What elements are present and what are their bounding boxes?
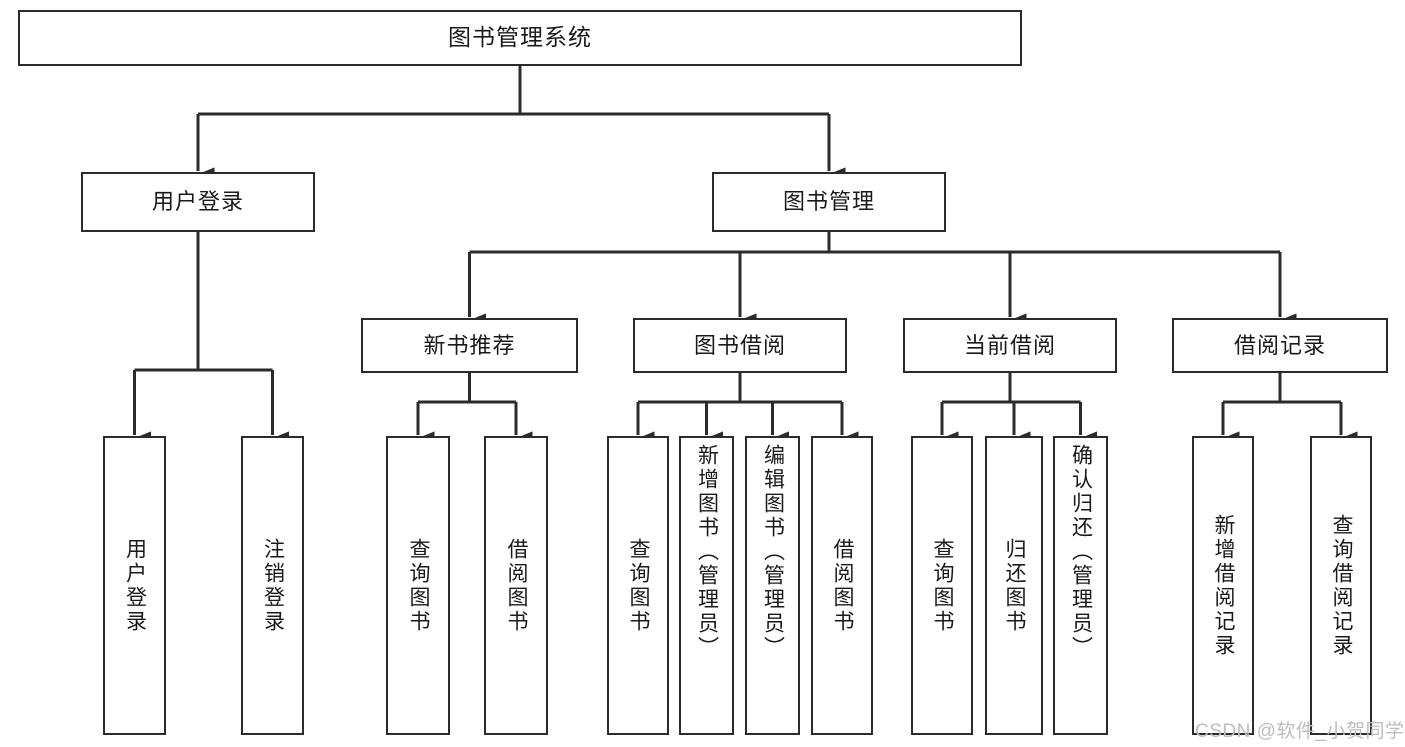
node-label: 图书管理 [782, 189, 875, 215]
node-label: 用户登录 [123, 537, 147, 634]
node-leaf-bo-edit[interactable]: 编辑图书（管理员） [745, 436, 800, 735]
node-label: 新增借阅记录 [1212, 513, 1236, 658]
node-label: 查询图书 [627, 537, 651, 634]
node-label: 新增图书（管理员） [695, 444, 719, 660]
node-leaf-re-add[interactable]: 新增借阅记录 [1192, 436, 1254, 735]
node-leaf-user-login[interactable]: 用户登录 [103, 436, 166, 735]
node-label: 新书推荐 [423, 332, 516, 358]
node-leaf-cu-query[interactable]: 查询图书 [911, 436, 973, 735]
node-leaf-nb-borrow[interactable]: 借阅图书 [484, 436, 548, 735]
node-label: 编辑图书（管理员） [761, 444, 785, 660]
node-newbook[interactable]: 新书推荐 [361, 318, 578, 373]
node-login[interactable]: 用户登录 [81, 172, 315, 232]
node-borrow[interactable]: 图书借阅 [633, 318, 847, 373]
node-leaf-bo-add[interactable]: 新增图书（管理员） [679, 436, 734, 735]
node-current[interactable]: 当前借阅 [903, 318, 1117, 373]
node-label: 当前借阅 [963, 332, 1056, 358]
node-label: 查询借阅记录 [1330, 513, 1354, 658]
node-leaf-nb-query[interactable]: 查询图书 [386, 436, 450, 735]
node-root[interactable]: 图书管理系统 [18, 10, 1022, 66]
watermark: CSDN @软件_小贺同学 [1195, 721, 1405, 742]
node-label: 查询图书 [407, 537, 431, 634]
node-label: 查询图书 [931, 537, 955, 634]
node-leaf-user-logout[interactable]: 注销登录 [241, 436, 304, 735]
node-label: 用户登录 [151, 189, 244, 215]
node-bookmgmt[interactable]: 图书管理 [712, 172, 946, 232]
node-leaf-re-query[interactable]: 查询借阅记录 [1310, 436, 1372, 735]
node-leaf-cu-return[interactable]: 归还图书 [985, 436, 1043, 735]
node-label: 归还图书 [1003, 537, 1027, 634]
node-leaf-bo-borrow[interactable]: 借阅图书 [811, 436, 873, 735]
node-label: 借阅记录 [1233, 332, 1326, 358]
edge-group [118, 66, 1358, 459]
node-label: 确认归还（管理员） [1069, 444, 1093, 660]
node-label: 注销登录 [261, 537, 285, 634]
node-label: 图书借阅 [693, 332, 786, 358]
node-leaf-bo-query[interactable]: 查询图书 [607, 436, 669, 735]
node-label: 借阅图书 [505, 537, 529, 634]
node-label: 图书管理系统 [448, 24, 592, 51]
node-records[interactable]: 借阅记录 [1172, 318, 1388, 373]
node-leaf-cu-confirm[interactable]: 确认归还（管理员） [1053, 436, 1108, 735]
node-label: 借阅图书 [831, 537, 855, 634]
